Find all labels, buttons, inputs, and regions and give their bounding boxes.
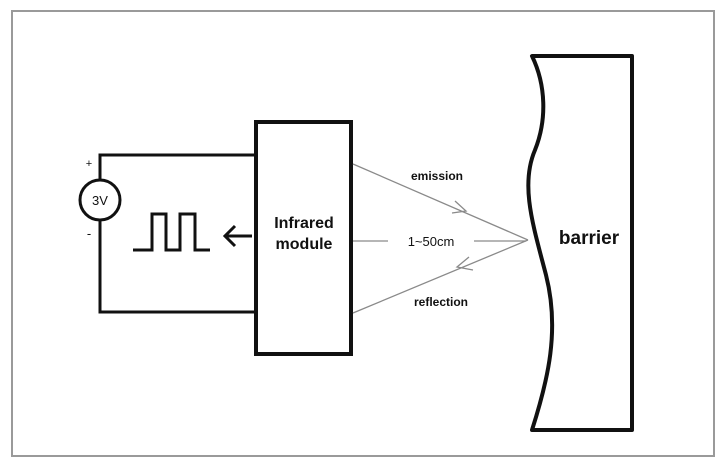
diagram-frame bbox=[11, 10, 715, 457]
voltage-source-icon bbox=[78, 178, 122, 222]
module-label-line1: Infrared bbox=[274, 215, 334, 232]
barrier-shape bbox=[526, 54, 634, 432]
square-wave-icon bbox=[133, 212, 210, 252]
plus-label: + bbox=[86, 158, 92, 170]
circuit-wires bbox=[98, 153, 256, 314]
barrier-label: barrier bbox=[559, 228, 620, 249]
emission-arrow-icon bbox=[451, 200, 468, 214]
module-label-line2: module bbox=[276, 236, 333, 253]
emission-label: emission bbox=[411, 169, 463, 183]
infrared-module-box bbox=[254, 120, 353, 356]
reflection-arrow-icon bbox=[455, 256, 474, 271]
reflection-label: reflection bbox=[414, 295, 468, 309]
distance-label: 1~50cm bbox=[408, 234, 455, 249]
arrow-left-icon bbox=[222, 224, 252, 248]
voltage-label: 3V bbox=[92, 193, 108, 208]
minus-label: - bbox=[87, 226, 91, 241]
beam-lines bbox=[352, 163, 529, 314]
